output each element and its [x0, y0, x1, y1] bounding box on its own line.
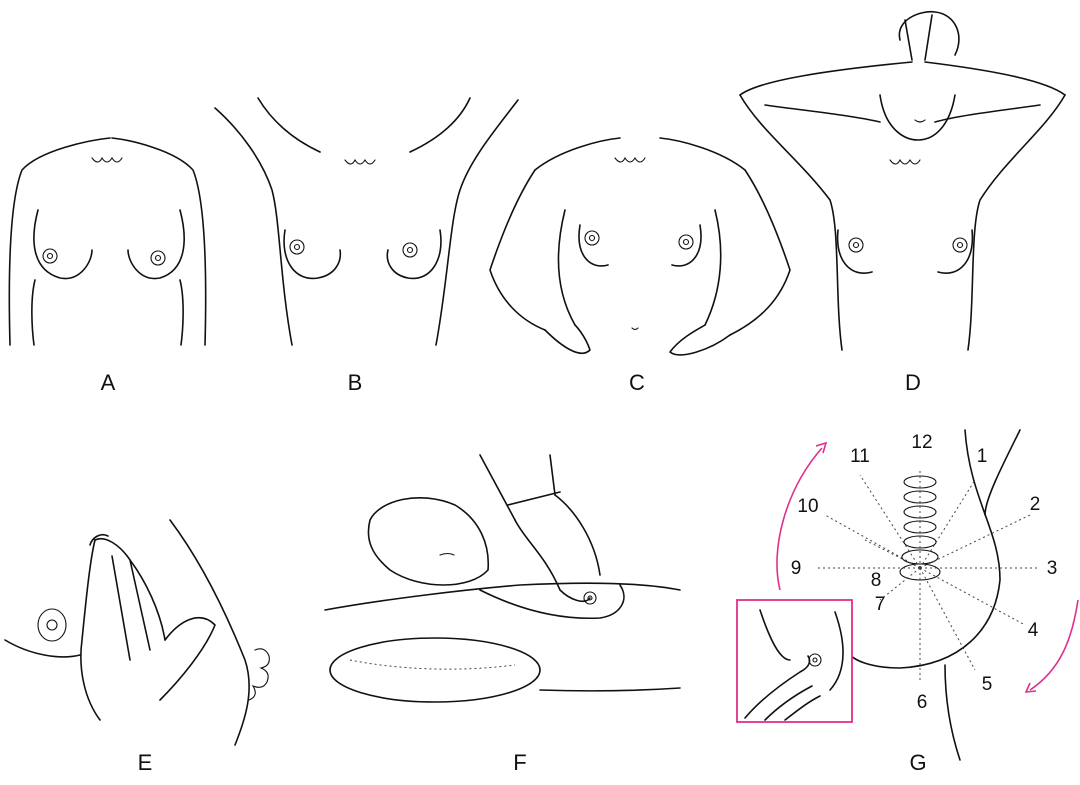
- figure-g-clock-pattern: 12 1 2 3 4 5 6 7 8 9 10 11: [736, 429, 1079, 761]
- arrow-clockwise-bottom: [1029, 599, 1079, 691]
- figure-f-supine-exam: [324, 454, 681, 703]
- clock-labels: 12 1 2 3 4 5 6 7 8 9 10 11: [791, 432, 1058, 713]
- radial-dotted-lines: [815, 470, 1040, 680]
- inset-frame: [736, 599, 853, 723]
- clock-label-2: 2: [1030, 494, 1041, 515]
- pillow-shape: [329, 637, 541, 703]
- clock-label-4: 4: [1028, 620, 1039, 641]
- figure-b-arms-pressed: [214, 97, 519, 346]
- clock-label-5: 5: [982, 674, 993, 695]
- clock-label-6: 6: [917, 692, 928, 713]
- arrow-head-top-icon: [815, 441, 828, 454]
- figure-e-flat-finger-palpation: [4, 519, 270, 746]
- clock-label-9: 9: [791, 558, 802, 579]
- inset-self-exam: [736, 599, 853, 723]
- panel-label-d: D: [905, 370, 921, 395]
- panel-label-c: C: [629, 370, 645, 395]
- figure-a-arms-at-sides: [8, 137, 207, 346]
- panel-label-g: G: [909, 750, 926, 775]
- panel-label-e: E: [138, 750, 153, 775]
- clock-label-3: 3: [1047, 558, 1058, 579]
- arrow-head-bottom-icon: [1024, 682, 1037, 693]
- clock-label-7: 7: [875, 594, 886, 615]
- clock-label-12: 12: [911, 432, 932, 453]
- clock-label-8: 8: [871, 570, 882, 591]
- figure-d-arms-overhead: [739, 11, 1066, 351]
- panel-label-b: B: [348, 370, 363, 395]
- clock-label-1: 1: [977, 446, 988, 467]
- panel-label-f: F: [513, 750, 526, 775]
- clock-label-11: 11: [850, 446, 870, 467]
- clock-label-10: 10: [797, 496, 818, 517]
- figure-c-hands-on-hips: [489, 137, 791, 356]
- arrow-counterclockwise-top: [776, 447, 823, 591]
- panel-label-a: A: [101, 370, 116, 395]
